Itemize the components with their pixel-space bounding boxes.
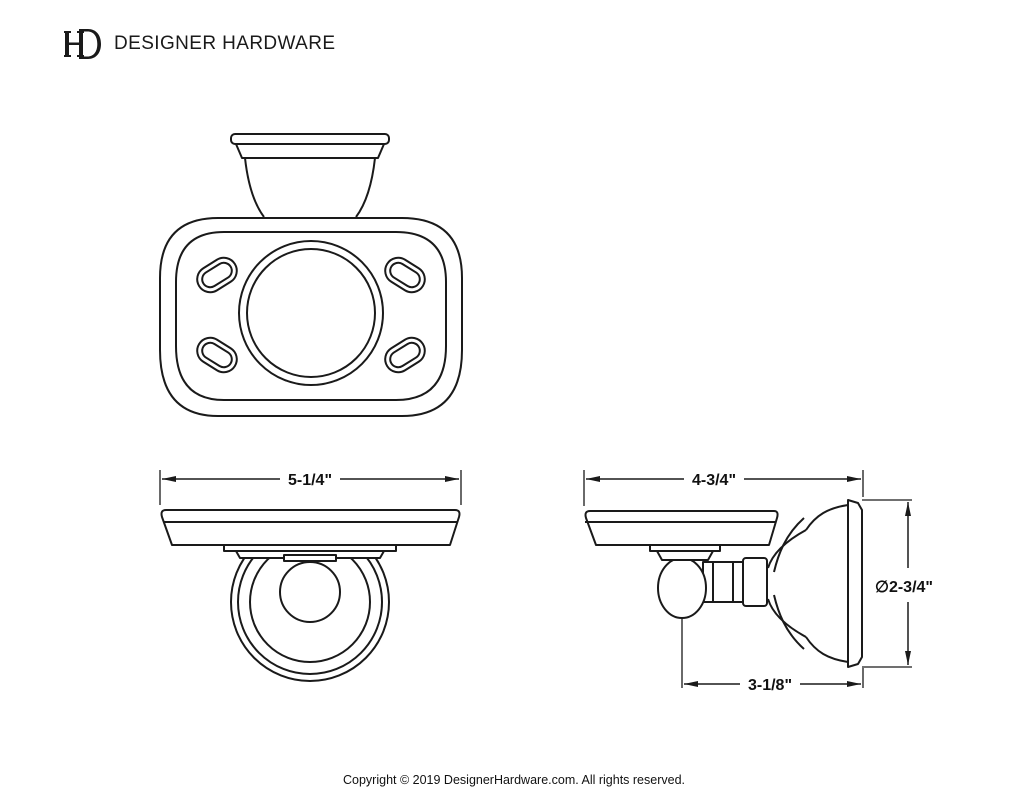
side-view-ball (657, 557, 707, 619)
side-view-arm (702, 557, 768, 607)
dim-label-projection: 3-1/8" (748, 677, 792, 694)
top-view-tumbler-hole (238, 240, 384, 386)
top-view-tray-outline (159, 217, 463, 417)
front-view (159, 470, 462, 682)
front-view-tray (160, 509, 461, 559)
side-view-tray (584, 510, 779, 561)
front-view-ball (279, 561, 341, 623)
dim-label-flange-diameter: ∅2-3/4" (875, 579, 933, 596)
copyright-footer: Copyright © 2019 DesignerHardware.com. A… (0, 773, 1024, 787)
dh-monogram-logo (64, 29, 101, 59)
side-view (583, 470, 912, 688)
dim-label-side-depth: 4-3/4" (692, 472, 736, 489)
brand-name: DESIGNER HARDWARE (114, 33, 336, 54)
brand-header: DESIGNER HARDWARE (64, 26, 335, 62)
top-view-toothbrush-slots (196, 256, 426, 374)
dimension-lines (162, 476, 911, 687)
top-view (159, 133, 463, 417)
top-view-tray-rim (175, 231, 447, 401)
dim-label-front-width: 5-1/4" (288, 472, 332, 489)
side-view-flange (767, 499, 863, 668)
copyright-text: Copyright © 2019 DesignerHardware.com. A… (343, 773, 685, 787)
top-view-flange (230, 133, 390, 218)
